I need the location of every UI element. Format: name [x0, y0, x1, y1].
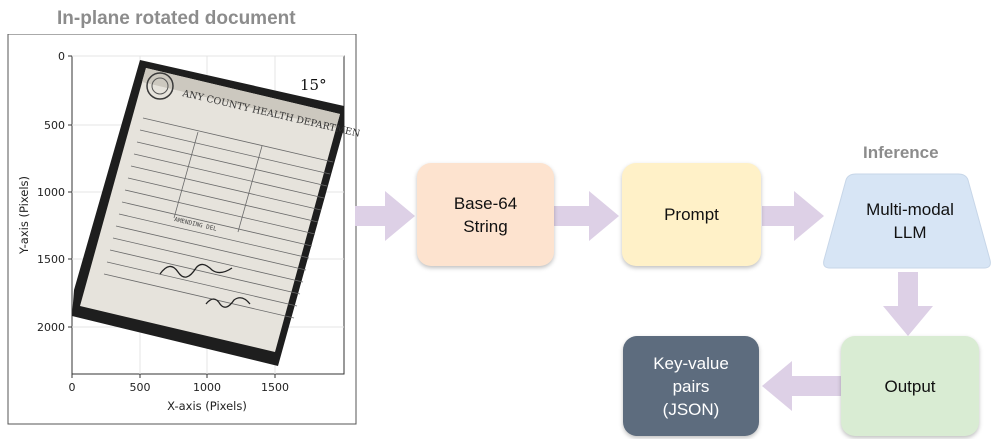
- signature-2: [205, 297, 251, 308]
- signature-1: [159, 263, 233, 278]
- rotated-document-image: ANY COUNTY HEALTH DEPARTMENT: [72, 60, 360, 366]
- x-tick-1500: 1500: [261, 381, 289, 394]
- rotation-label: 15°: [300, 76, 327, 94]
- x-axis-label: X-axis (Pixels): [167, 399, 247, 413]
- x-tick-0: 0: [69, 381, 76, 394]
- prompt-label: Prompt: [664, 205, 719, 224]
- key-value-json-label: Key-value pairs (JSON): [653, 353, 729, 419]
- key-value-json-box: Key-value pairs (JSON): [623, 336, 759, 436]
- y-tick-1000: 1000: [37, 186, 65, 199]
- base64-string-label: Base-64 String: [453, 193, 518, 236]
- output-label: Output: [884, 376, 936, 396]
- arrow-plot-to-base64: [355, 191, 415, 241]
- y-tick-1500: 1500: [37, 253, 65, 266]
- document-plot: ANY COUNTY HEALTH DEPARTMENT: [0, 34, 360, 426]
- arrow-llm-to-output: [883, 272, 933, 336]
- arrow-prompt-to-llm: [762, 191, 824, 241]
- x-tick-500: 500: [130, 381, 151, 394]
- arrow-base64-to-prompt: [553, 191, 619, 241]
- figure-title: In-plane rotated document: [57, 8, 296, 29]
- document-plot-svg: ANY COUNTY HEALTH DEPARTMENT: [7, 34, 360, 425]
- prompt-box: Prompt: [622, 163, 761, 266]
- base64-string-box: Base-64 String: [417, 163, 554, 266]
- y-axis-label: Y-axis (Pixels): [17, 176, 31, 255]
- inference-label: Inference: [863, 143, 939, 162]
- output-box: Output: [841, 336, 979, 436]
- y-tick-0: 0: [58, 50, 65, 63]
- llm-label: Multi-modal LLM: [866, 200, 954, 242]
- x-tick-1000: 1000: [193, 381, 221, 394]
- arrow-output-to-kv: [762, 361, 842, 411]
- document-form-lines: [103, 117, 334, 319]
- y-tick-500: 500: [44, 119, 65, 132]
- y-tick-2000: 2000: [37, 321, 65, 334]
- llm-trapezoid: [823, 173, 991, 269]
